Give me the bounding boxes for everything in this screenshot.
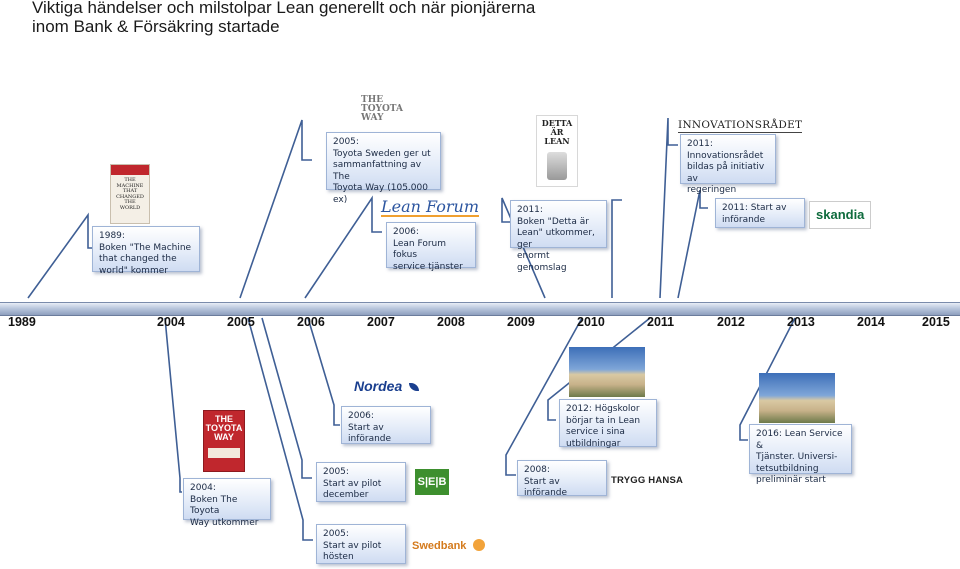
year-label: 2004: [157, 315, 185, 329]
connector-2005-seb: [261, 317, 312, 479]
skandia-logo-text: skandia: [816, 207, 865, 222]
lean-forum-logo: Lean Forum: [381, 197, 480, 217]
year-label: 2012: [717, 315, 745, 329]
year-label: 2007: [367, 315, 395, 329]
nordea-logo-text: Nordea: [354, 378, 403, 394]
university-photo-2012: [569, 347, 645, 397]
seb-logo-text: S|E|B: [417, 476, 447, 488]
book-title: THE MACHINE THAT CHANGED THE WORLD: [116, 177, 144, 211]
trygg-hansa-logo: TRYGG HANSA: [611, 470, 683, 488]
page-title: Viktiga händelser och milstolpar Lean ge…: [32, 0, 536, 36]
connector-1989: [27, 212, 98, 299]
year-label: 2010: [577, 315, 605, 329]
year-label: 2014: [857, 315, 885, 329]
event-2004: 2004: Boken The Toyota Way utkommer: [183, 478, 271, 528]
book-cover-detta-ar-lean: DETTA ÄR LEAN: [536, 115, 578, 187]
book-title: DETTA ÄR LEAN: [541, 118, 573, 146]
year-label: 2009: [507, 315, 535, 329]
event-2005-seb: 2005: Start av pilot december: [316, 462, 406, 502]
year-label: 2005: [227, 315, 255, 329]
trygg-hansa-logo-text: TRYGG HANSA: [611, 475, 684, 486]
event-2006-nordea: 2006: Start av införande: [341, 406, 431, 444]
book-cover-machine: THE MACHINE THAT CHANGED THE WORLD: [110, 164, 150, 224]
connector-2011-innovation: [659, 117, 678, 299]
swedbank-logo-text: Swedbank: [412, 540, 467, 552]
connector-2006-leanforum: [304, 195, 382, 299]
event-2011-skandia: 2011: Start av införande: [715, 198, 805, 228]
connector-2011-skandia: [677, 189, 708, 299]
year-label: 2008: [437, 315, 465, 329]
event-2011-innovation: 2011: Innovationsrådet bildas på initiat…: [680, 134, 776, 195]
timeline-bar: [0, 302, 960, 316]
seb-logo: S|E|B: [415, 469, 449, 495]
skandia-logo: skandia: [809, 201, 871, 229]
innovationsradet-logo: INNOVATIONSRÅDET: [678, 119, 803, 133]
event-2011-boken: 2011: Boken "Detta är Lean" utkommer, ge…: [510, 200, 607, 273]
event-2016: 2016: Lean Service & Tjänster. Universi-…: [749, 424, 852, 485]
year-label: 2015: [922, 315, 950, 329]
book-title: THE TOYOTA WAY: [205, 414, 243, 442]
event-2005-swedbank: 2005: Start av pilot hösten: [316, 524, 406, 564]
connector-2004: [164, 317, 182, 493]
university-photo-2016: [759, 373, 835, 423]
connector-2011-stub: [611, 199, 622, 298]
event-2006-leanforum: 2006: Lean Forum fokus service tjänster: [386, 222, 476, 272]
connector-2005-toyota: [239, 119, 312, 299]
swedbank-oak-icon: [472, 539, 485, 551]
event-1989: 1989: Boken "The Machine that changed th…: [92, 226, 200, 276]
nordea-wing-icon: [408, 383, 419, 391]
year-label: 2013: [787, 315, 815, 329]
event-2005-toyota: 2005: Toyota Sweden ger ut sammanfattnin…: [326, 132, 441, 205]
connector-2006-nordea: [307, 317, 340, 426]
book-cover-toyota-way: THE TOYOTA WAY: [203, 410, 245, 472]
swedbank-logo: Swedbank: [412, 536, 485, 554]
year-label: 2006: [297, 315, 325, 329]
event-2008: 2008: Start av införande: [517, 460, 607, 498]
year-axis: 1989 2004 2005 2006 2007 2008 2009 2010 …: [0, 315, 960, 331]
year-label: 1989: [8, 315, 36, 329]
toyota-way-logo: THE TOYOTA WAY: [361, 95, 403, 123]
nordea-logo: Nordea: [354, 378, 419, 396]
year-label: 2011: [647, 315, 675, 329]
event-2012: 2012: Högskolor börjar ta in Lean servic…: [559, 399, 657, 449]
